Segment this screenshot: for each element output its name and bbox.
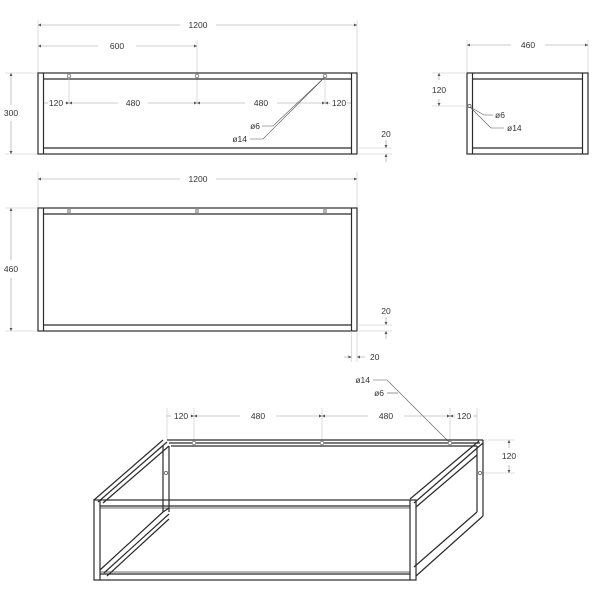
top-view: 1200 460 20 20 xyxy=(4,172,392,362)
front-half-width-label: 600 xyxy=(110,41,124,51)
front-hole-outer-diameter-label: ø14 xyxy=(232,134,247,144)
top-tube-thickness-horizontal-label: 20 xyxy=(370,352,380,362)
front-hole-inner-diameter-label: ø6 xyxy=(250,121,260,131)
iso-hole-height-dimension: 120 xyxy=(480,439,516,474)
top-width-dimension: 1200 xyxy=(38,174,357,184)
iso-frame xyxy=(93,439,484,581)
front-height-label: 300 xyxy=(4,108,18,118)
front-hole-spacing-1-label: 480 xyxy=(126,98,140,108)
front-tube-thickness-dimension: 20 xyxy=(357,129,392,162)
side-hole-outer-diameter-label: ø14 xyxy=(507,123,522,133)
side-depth-label: 460 xyxy=(521,40,535,50)
front-tube-thickness-label: 20 xyxy=(381,129,391,139)
iso-side-hole-right xyxy=(478,471,482,475)
front-hole-spacing-2-label: 480 xyxy=(254,98,268,108)
side-hole-height-dimension: 120 xyxy=(432,72,470,107)
side-depth-dimension: 460 xyxy=(467,40,588,50)
front-hole-diameter-callout: ø6 ø14 xyxy=(232,76,326,144)
side-hole-inner-diameter-label: ø6 xyxy=(495,110,505,120)
iso-mount-hole-left xyxy=(191,440,197,446)
top-depth-dimension: 460 xyxy=(4,208,18,331)
side-hole-diameter-callout: ø6 ø14 xyxy=(469,106,522,133)
front-width-dimension: 1200 xyxy=(38,20,357,30)
iso-hole-offset-right-label: 120 xyxy=(457,411,471,421)
top-tube-thickness-vertical-label: 20 xyxy=(381,306,391,316)
front-view: 1200 600 300 120 480 xyxy=(4,20,392,162)
side-view: 460 120 ø6 ø14 xyxy=(432,40,589,155)
iso-mount-hole-right xyxy=(447,440,453,446)
isometric-view: ø14 ø6 120 480 480 120 xyxy=(93,375,516,581)
iso-hole-inner-diameter-label: ø6 xyxy=(374,388,384,398)
iso-hole-spacing-2-label: 480 xyxy=(379,411,393,421)
iso-hole-outer-diameter-label: ø14 xyxy=(355,375,370,385)
top-depth-label: 460 xyxy=(4,264,18,274)
top-hole-marks xyxy=(67,209,327,213)
top-tube-thickness-dimension: 20 20 xyxy=(344,306,392,362)
front-height-dimension: 300 xyxy=(4,73,18,154)
iso-side-hole-left xyxy=(164,471,168,475)
iso-hole-diameter-callout: ø14 ø6 xyxy=(355,375,451,444)
iso-hole-height-label: 120 xyxy=(502,451,516,461)
front-hole-offset-right-label: 120 xyxy=(332,98,346,108)
top-width-label: 1200 xyxy=(189,174,208,184)
front-hole-spacing-dimensions: 120 480 480 120 xyxy=(44,98,351,108)
iso-hole-spacing-1-label: 480 xyxy=(251,411,265,421)
iso-mount-hole-center xyxy=(319,440,325,446)
side-hole-height-label: 120 xyxy=(432,85,446,95)
front-width-label: 1200 xyxy=(189,20,208,30)
front-half-width-dimension: 600 xyxy=(38,41,197,51)
iso-hole-spacing-dimensions: 120 480 480 120 xyxy=(167,411,477,421)
front-hole-offset-left-label: 120 xyxy=(49,98,63,108)
mount-hole-center xyxy=(194,73,200,79)
iso-hole-offset-left-label: 120 xyxy=(174,411,188,421)
